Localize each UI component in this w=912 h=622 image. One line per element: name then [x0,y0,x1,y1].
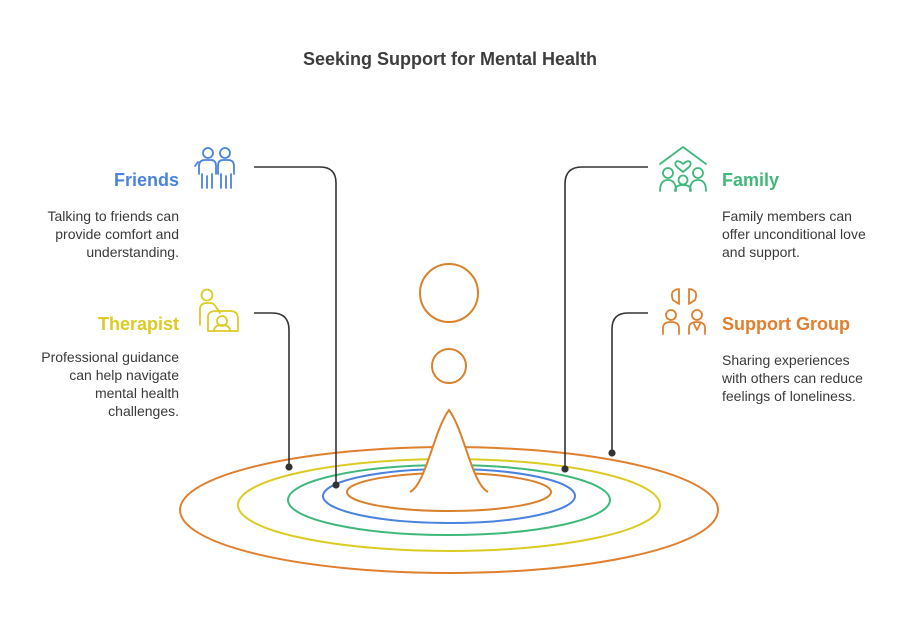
therapist-description: Professional guidance can help navigate … [41,349,179,419]
friends-description: Talking to friends can provide comfort a… [47,208,179,260]
connector-dot-support-group [608,449,616,457]
connector-support-group [611,312,648,453]
therapist-icon [199,288,239,332]
connector-therapist [254,312,290,467]
support-group-description: Sharing experiences with others can redu… [722,352,863,404]
connector-dot-family [561,465,569,473]
diagram-title: Seeking Support for Mental Health [302,49,598,69]
drop-large [419,263,479,323]
family-label: Family [722,170,780,190]
family-home-icon [659,146,707,192]
connector-family [564,166,648,469]
support-group-label: Support Group [722,314,850,334]
therapist-label: Therapist [97,314,179,334]
connector-friends [254,166,337,485]
connector-dot-friends [332,481,340,489]
connector-dot-therapist [285,463,293,471]
droplet-splash [409,408,489,493]
family-description: Family members can offer unconditional l… [722,208,866,260]
friends-label: Friends [113,170,179,190]
friends-icon [194,147,235,189]
support-group-icon [662,288,706,335]
drop-small [431,348,467,384]
